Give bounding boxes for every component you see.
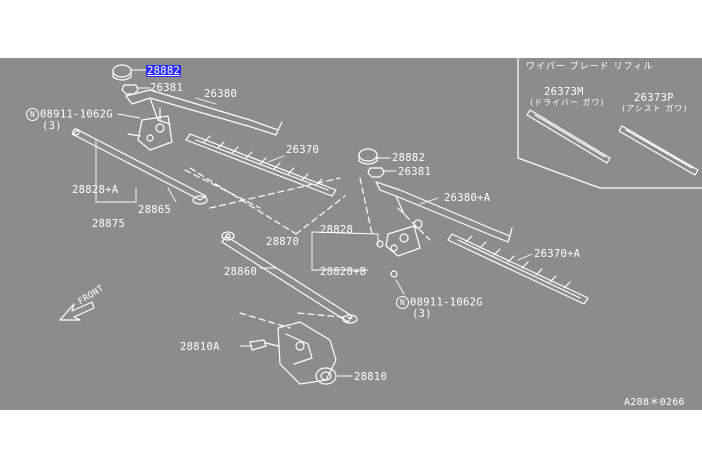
pivot-right — [376, 219, 423, 278]
inset-title: ワイパー ブレード リフィル — [526, 62, 654, 72]
label-26370[interactable]: 26370 — [286, 144, 320, 156]
label-28860[interactable]: 28860 — [224, 266, 258, 278]
pivot-left — [127, 107, 173, 151]
label-28870[interactable]: 28870 — [266, 236, 300, 248]
n-marker-icon: N — [26, 108, 39, 121]
leader-lines — [95, 69, 533, 377]
label-28828a[interactable]: 28828+A — [72, 184, 119, 196]
label-28828b[interactable]: 28828+B — [320, 266, 367, 278]
label-26380a[interactable]: 26380+A — [444, 192, 491, 204]
label-28882-top-selected[interactable]: 28882 — [146, 65, 182, 77]
label-28810[interactable]: 28810 — [354, 371, 388, 383]
refill-inset-frame — [517, 58, 702, 189]
cap-28882-right — [358, 148, 378, 165]
wiper-motor-28810 — [277, 321, 337, 385]
nut-26381-right — [367, 167, 385, 178]
drawing-code: A288＊0266 — [624, 397, 685, 408]
label-28828[interactable]: 28828 — [320, 224, 354, 236]
label-26373m-sub: (ドライバー ガワ) — [530, 98, 605, 107]
label-08911-right-qty: (3) — [412, 308, 432, 320]
label-26370a[interactable]: 26370+A — [534, 248, 581, 260]
refill-driver-side — [526, 109, 611, 164]
assembly-dash-lines — [184, 167, 431, 329]
link-rod-28865 — [71, 128, 208, 205]
nut-26381-top — [121, 84, 139, 95]
bolt-28810a — [249, 339, 279, 351]
link-rod-28860 — [221, 231, 358, 324]
label-26380[interactable]: 26380 — [204, 88, 238, 100]
wiper-arm-26380a — [375, 181, 513, 243]
label-28882-right[interactable]: 28882 — [392, 152, 426, 164]
n-marker-icon: N — [396, 296, 409, 309]
label-08911-left-qty: (3) — [42, 120, 62, 132]
label-26373p[interactable]: 26373P — [634, 92, 674, 104]
wiper-arm-26380 — [125, 89, 283, 136]
cap-28882-top — [112, 64, 132, 81]
label-26381-top[interactable]: 26381 — [150, 82, 184, 94]
label-08911-right-text: 08911-1062G — [410, 296, 483, 309]
label-28875[interactable]: 28875 — [92, 218, 126, 230]
front-arrow-icon — [59, 301, 95, 321]
refill-assist-side — [618, 125, 699, 176]
wiper-blade-26370a — [447, 233, 589, 305]
parts-diagram-drawing — [59, 58, 702, 385]
label-26381-right[interactable]: 26381 — [398, 166, 432, 178]
label-26373p-sub: (アシスト ガワ) — [622, 104, 688, 113]
label-28865[interactable]: 28865 — [138, 204, 172, 216]
label-28810a[interactable]: 28810A — [180, 341, 220, 353]
wiper-blade-26370 — [185, 133, 337, 197]
label-26373m[interactable]: 26373M — [544, 86, 584, 98]
label-08911-left-text: 08911-1062G — [40, 108, 113, 121]
